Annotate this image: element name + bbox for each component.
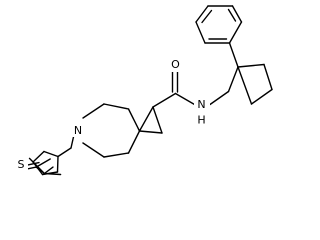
- bond: [32, 150, 45, 163]
- bond: [195, 5, 209, 23]
- bond: [250, 88, 273, 105]
- bond: [56, 155, 59, 173]
- phenyl-ring: [195, 5, 243, 44]
- bond: [231, 5, 243, 23]
- cyclopropane-ring: [138, 106, 163, 134]
- label-backdrop: [70, 123, 86, 137]
- bond: [103, 103, 130, 110]
- bond: [237, 63, 265, 68]
- bond: [138, 130, 163, 134]
- aromatic-bond: [201, 9, 213, 24]
- molecule-structure: O N H N S: [14, 5, 273, 176]
- bond: [138, 106, 154, 132]
- structure-canvas: O N H N S: [14, 5, 273, 176]
- sulfur-atom-label: S: [18, 158, 25, 171]
- bond: [237, 66, 253, 105]
- bond: [228, 21, 243, 44]
- bond: [103, 152, 130, 158]
- piperidine-ring: [82, 103, 141, 158]
- bond: [35, 158, 51, 168]
- bond: [43, 166, 54, 175]
- bond: [57, 147, 72, 158]
- label-backdrop: [14, 157, 28, 171]
- thiophene-ring-outline: [32, 150, 59, 176]
- bond: [43, 150, 59, 158]
- bond: [82, 103, 105, 119]
- bond: [127, 130, 141, 154]
- bond: [152, 106, 163, 134]
- oxygen-atom-label: O: [171, 58, 180, 71]
- bond: [127, 108, 141, 132]
- bond: [82, 142, 105, 158]
- bond: [195, 21, 206, 44]
- amide-hydrogen-label: H: [197, 114, 205, 127]
- bond: [209, 90, 230, 106]
- aromatic-bond: [227, 8, 237, 22]
- bond: [32, 161, 44, 176]
- bond: [41, 171, 59, 176]
- label-backdrop: [167, 58, 183, 72]
- bond: [263, 63, 273, 91]
- cyclopentane-ring: [237, 63, 273, 105]
- amide-nitrogen-label: N: [197, 98, 205, 111]
- bond: [174, 92, 196, 106]
- label-backdrop: [194, 97, 210, 111]
- bond: [228, 42, 239, 68]
- bond: [227, 66, 239, 93]
- ring-nitrogen-label: N: [74, 124, 82, 137]
- bond: [152, 92, 177, 108]
